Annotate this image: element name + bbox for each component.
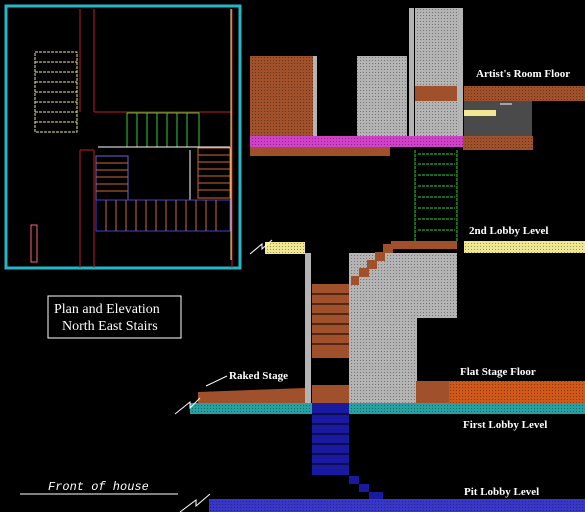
gray-wall — [313, 56, 317, 136]
break-mark — [249, 239, 273, 255]
plan-door — [30, 224, 38, 263]
label-front-of-house: Front of house — [48, 480, 149, 494]
dark-room — [464, 101, 532, 137]
label-raked-stage: Raked Stage — [229, 370, 288, 382]
brown-steps — [351, 244, 393, 285]
break-mark — [179, 493, 211, 512]
navy-stair — [312, 403, 383, 499]
plan-view — [4, 4, 242, 270]
plan-stair-orange-right — [197, 147, 231, 199]
brown-beam — [250, 147, 390, 156]
gray-column-left-mid — [305, 253, 311, 403]
brown-landing — [415, 86, 457, 101]
plan-stair-bottom — [95, 199, 231, 232]
plan-stair-left — [95, 155, 129, 201]
green-stair-elevation — [414, 150, 458, 242]
plan-frame — [4, 4, 242, 270]
break-mark — [174, 397, 201, 415]
label-first-lobby-level: First Lobby Level — [463, 419, 547, 431]
label-flat-stage-floor: Flat Stage Floor — [460, 366, 536, 378]
title-line2: North East Stairs — [62, 319, 158, 334]
black-gap — [417, 318, 457, 381]
elevation-view — [20, 8, 585, 512]
label-pit-lobby-level: Pit Lobby Level — [464, 486, 539, 498]
label-artists-room-floor: Artist's Room Floor — [476, 68, 570, 80]
gray-column — [409, 8, 414, 136]
label-second-lobby-level: 2nd Lobby Level — [469, 225, 548, 237]
title-box: Plan and Elevation North East Stairs — [47, 295, 182, 339]
gray-column-right — [459, 8, 463, 136]
flat-stage-floor-block — [416, 381, 449, 403]
plan-stair-green — [126, 112, 200, 148]
title-line1: Plan and Elevation — [54, 302, 160, 317]
brown-landing-mid — [391, 241, 457, 249]
raked-stage-floor — [198, 388, 305, 403]
yellow-strip — [464, 110, 496, 116]
brown-stair-column — [312, 284, 349, 358]
plan-stair-yellow — [34, 51, 78, 133]
brown-stair-bottom — [312, 385, 349, 403]
